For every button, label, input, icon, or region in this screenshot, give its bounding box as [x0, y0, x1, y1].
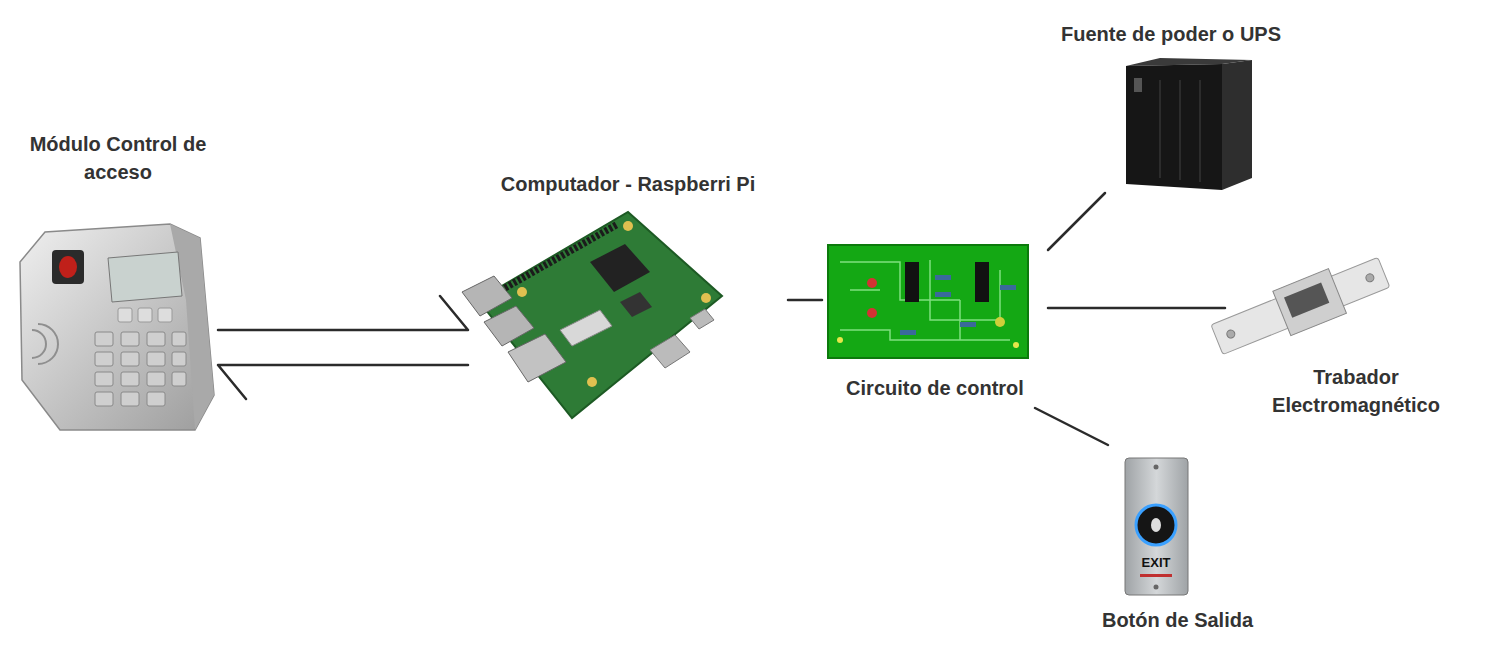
raspberry-pi-board-part — [587, 377, 597, 387]
access-terminal-part — [52, 250, 84, 284]
electric-strike-part — [1284, 282, 1329, 317]
access-terminal-part — [108, 252, 182, 302]
control-pcb-part — [935, 275, 951, 280]
raspberry-pi-board-part — [701, 293, 711, 303]
ups-tower-part — [1222, 60, 1252, 190]
device-label: Computador - Raspberri Pi — [501, 170, 755, 198]
control-pcb-part — [900, 330, 916, 335]
access-terminal-part — [121, 372, 139, 386]
access-terminal-part — [158, 308, 172, 322]
control-pcb-part — [828, 245, 1028, 358]
access-terminal-part — [20, 224, 214, 430]
access-terminal-part — [172, 332, 186, 346]
access-terminal-part — [172, 372, 186, 386]
exit-button-part — [1125, 458, 1188, 595]
access-terminal-part — [121, 332, 139, 346]
access-terminal-part — [121, 352, 139, 366]
raspberry-pi-board-part — [484, 306, 534, 346]
exit-button — [1125, 458, 1188, 595]
access-terminal-part — [147, 392, 165, 406]
access-terminal-part — [172, 352, 186, 366]
connector-line — [788, 299, 822, 302]
control-pcb-part — [905, 262, 919, 302]
electric-strike-part — [1273, 269, 1347, 336]
access-terminal-part — [147, 372, 165, 386]
control-pcb-part — [867, 278, 877, 288]
exit-button-part — [1154, 465, 1159, 470]
control-pcb — [828, 245, 1028, 358]
control-pcb-part — [975, 262, 989, 302]
connector-line — [1048, 193, 1105, 250]
access-terminal — [20, 224, 214, 430]
control-pcb-part — [935, 292, 951, 297]
access-terminal-part — [95, 352, 113, 366]
button-label: EXIT — [1142, 556, 1171, 570]
access-terminal-part — [95, 332, 113, 346]
raspberry-pi-board-part — [623, 221, 633, 231]
ups-tower-part — [1199, 80, 1201, 182]
raspberry-pi-board-part — [590, 244, 650, 292]
ups-tower-part — [1126, 64, 1222, 190]
device-label: Circuito de control — [846, 374, 1024, 402]
raspberry-pi-board-part — [505, 224, 618, 288]
raspberry-pi-board-part — [462, 276, 512, 316]
ups-tower-part — [1134, 78, 1142, 92]
device-node: Módulo Control de acceso — [18, 128, 218, 433]
device-label: Fuente de poder o UPS — [1061, 20, 1281, 48]
access-terminal-part — [32, 324, 58, 364]
ups-tower — [1126, 58, 1252, 190]
control-pcb-part — [960, 322, 976, 327]
electric-strike-part — [1226, 329, 1236, 339]
device-label: Trabador Electromagnético — [1229, 363, 1483, 419]
raspberry-pi-board-part — [650, 335, 690, 368]
control-pcb-part — [840, 260, 1010, 340]
device-node: Botón de Salida — [1080, 445, 1275, 640]
ups-tower-part — [1179, 80, 1181, 180]
access-terminal-part — [59, 256, 77, 278]
control-pcb-part — [995, 317, 1005, 327]
connector-line — [1048, 307, 1225, 310]
connector-line — [1035, 408, 1108, 445]
exit-button-part — [1140, 574, 1172, 577]
control-pcb-part — [837, 337, 843, 343]
access-terminal-part — [121, 392, 139, 406]
raspberry-pi-board-part — [508, 334, 566, 382]
exit-button-part — [1136, 505, 1176, 545]
electric-strike-part — [1365, 273, 1375, 283]
control-pcb-part — [1000, 285, 1016, 290]
access-terminal-part — [95, 392, 113, 406]
raspberry-pi-board — [462, 212, 722, 418]
control-pcb-part — [1013, 342, 1019, 348]
device-node: Circuito de control — [822, 243, 1048, 408]
ups-tower-part — [1159, 80, 1161, 178]
electric-strike-part — [1211, 257, 1390, 354]
device-label: Botón de Salida — [1102, 606, 1253, 634]
access-terminal-part — [118, 308, 132, 322]
access-terminal-part — [147, 332, 165, 346]
access-terminal-part — [138, 308, 152, 322]
access-terminal-part — [147, 352, 165, 366]
connector-line — [218, 296, 468, 330]
device-node: Fuente de poder o UPS — [1036, 18, 1306, 193]
exit-button-part — [1154, 585, 1159, 590]
connector-line — [218, 365, 468, 399]
raspberry-pi-board-part — [620, 292, 652, 317]
exit-button-part — [1151, 518, 1161, 532]
device-node: Computador - Raspberri Pi — [468, 168, 788, 423]
device-node: Trabador Electromagnético — [1225, 245, 1487, 425]
raspberry-pi-board-part — [478, 212, 722, 418]
raspberry-pi-board-part — [517, 287, 527, 297]
device-label: Módulo Control de acceso — [22, 130, 214, 186]
access-terminal-part — [95, 372, 113, 386]
electric-strike — [1208, 250, 1393, 362]
raspberry-pi-board-part — [560, 310, 612, 346]
raspberry-pi-board-part — [690, 309, 714, 329]
control-pcb-part — [867, 308, 877, 318]
